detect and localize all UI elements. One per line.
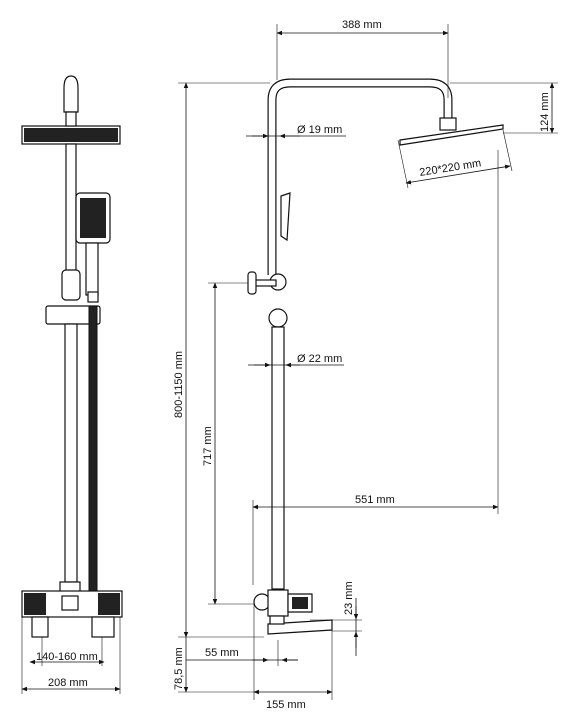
dim-total-height: 800-1150 mm xyxy=(173,351,185,418)
side-knob xyxy=(247,271,257,295)
front-mixer-right-cap xyxy=(98,593,120,615)
front-hand-shower-base xyxy=(87,291,99,303)
dim-head-size-line xyxy=(405,164,511,185)
side-lower-pipe xyxy=(271,326,285,590)
dim-spout-offset: 55 mm xyxy=(205,647,239,659)
front-hose xyxy=(88,305,98,592)
dim-upper-diameter: Ø 19 mm xyxy=(297,124,342,136)
front-view: 140-160 mm 208 mm xyxy=(21,75,123,694)
front-rain-head-nozzles xyxy=(24,128,118,142)
side-knob-stem xyxy=(253,279,277,287)
side-rain-head xyxy=(399,124,504,146)
dim-lower-diameter: Ø 22 mm xyxy=(297,353,342,365)
side-mixer-dark xyxy=(292,597,308,609)
front-mixer-left-cap xyxy=(24,593,46,615)
dim-mixer-offset: 23 mm xyxy=(343,581,355,615)
side-spout-joint xyxy=(269,615,285,625)
front-holder xyxy=(61,269,81,301)
dim-mixer-depth: 155 mm xyxy=(266,699,306,711)
front-head-joint xyxy=(65,111,77,127)
front-hand-shower-face xyxy=(80,198,106,238)
side-slider xyxy=(268,308,288,328)
front-mixer-center xyxy=(61,595,79,611)
side-head-joint xyxy=(439,117,457,131)
front-top-arm xyxy=(63,75,79,113)
dim-mixer-width: 208 mm xyxy=(48,677,88,689)
side-view: 388 mm 124 mm Ø 19 mm 220*220 mm Ø 22 mm… xyxy=(173,19,558,711)
front-spout xyxy=(91,616,115,638)
dim-mixer-to-handle: 717 mm xyxy=(202,426,214,466)
dim-mixer-height: 78,5 mm xyxy=(173,647,185,690)
side-mixer-body xyxy=(267,589,289,617)
front-lower-pipe xyxy=(64,323,78,583)
dim-inlet-spacing: 140-160 mm xyxy=(36,651,98,663)
dim-head-height: 124 mm xyxy=(539,92,551,132)
dim-reach: 551 mm xyxy=(355,494,395,506)
dim-top-width: 388 mm xyxy=(342,19,382,31)
side-hand-shower xyxy=(280,192,291,242)
front-inlet-left xyxy=(31,616,49,638)
front-hand-shower-grip xyxy=(85,242,99,296)
front-upper-pipe xyxy=(65,143,77,275)
side-arm-inner xyxy=(268,79,452,275)
side-arm-outer xyxy=(267,78,453,275)
